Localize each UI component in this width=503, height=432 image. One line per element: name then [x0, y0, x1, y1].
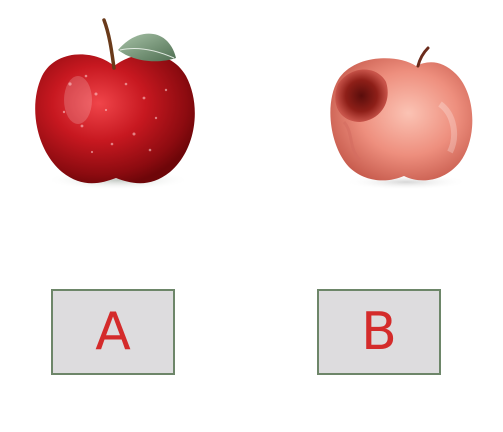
rotten-apple-image [330, 46, 473, 190]
fresh-apple-image [35, 18, 195, 190]
option-b-label: B [361, 302, 397, 362]
option-b-button[interactable]: B [317, 289, 441, 375]
option-a-label: A [95, 302, 131, 362]
option-a-button[interactable]: A [51, 289, 175, 375]
